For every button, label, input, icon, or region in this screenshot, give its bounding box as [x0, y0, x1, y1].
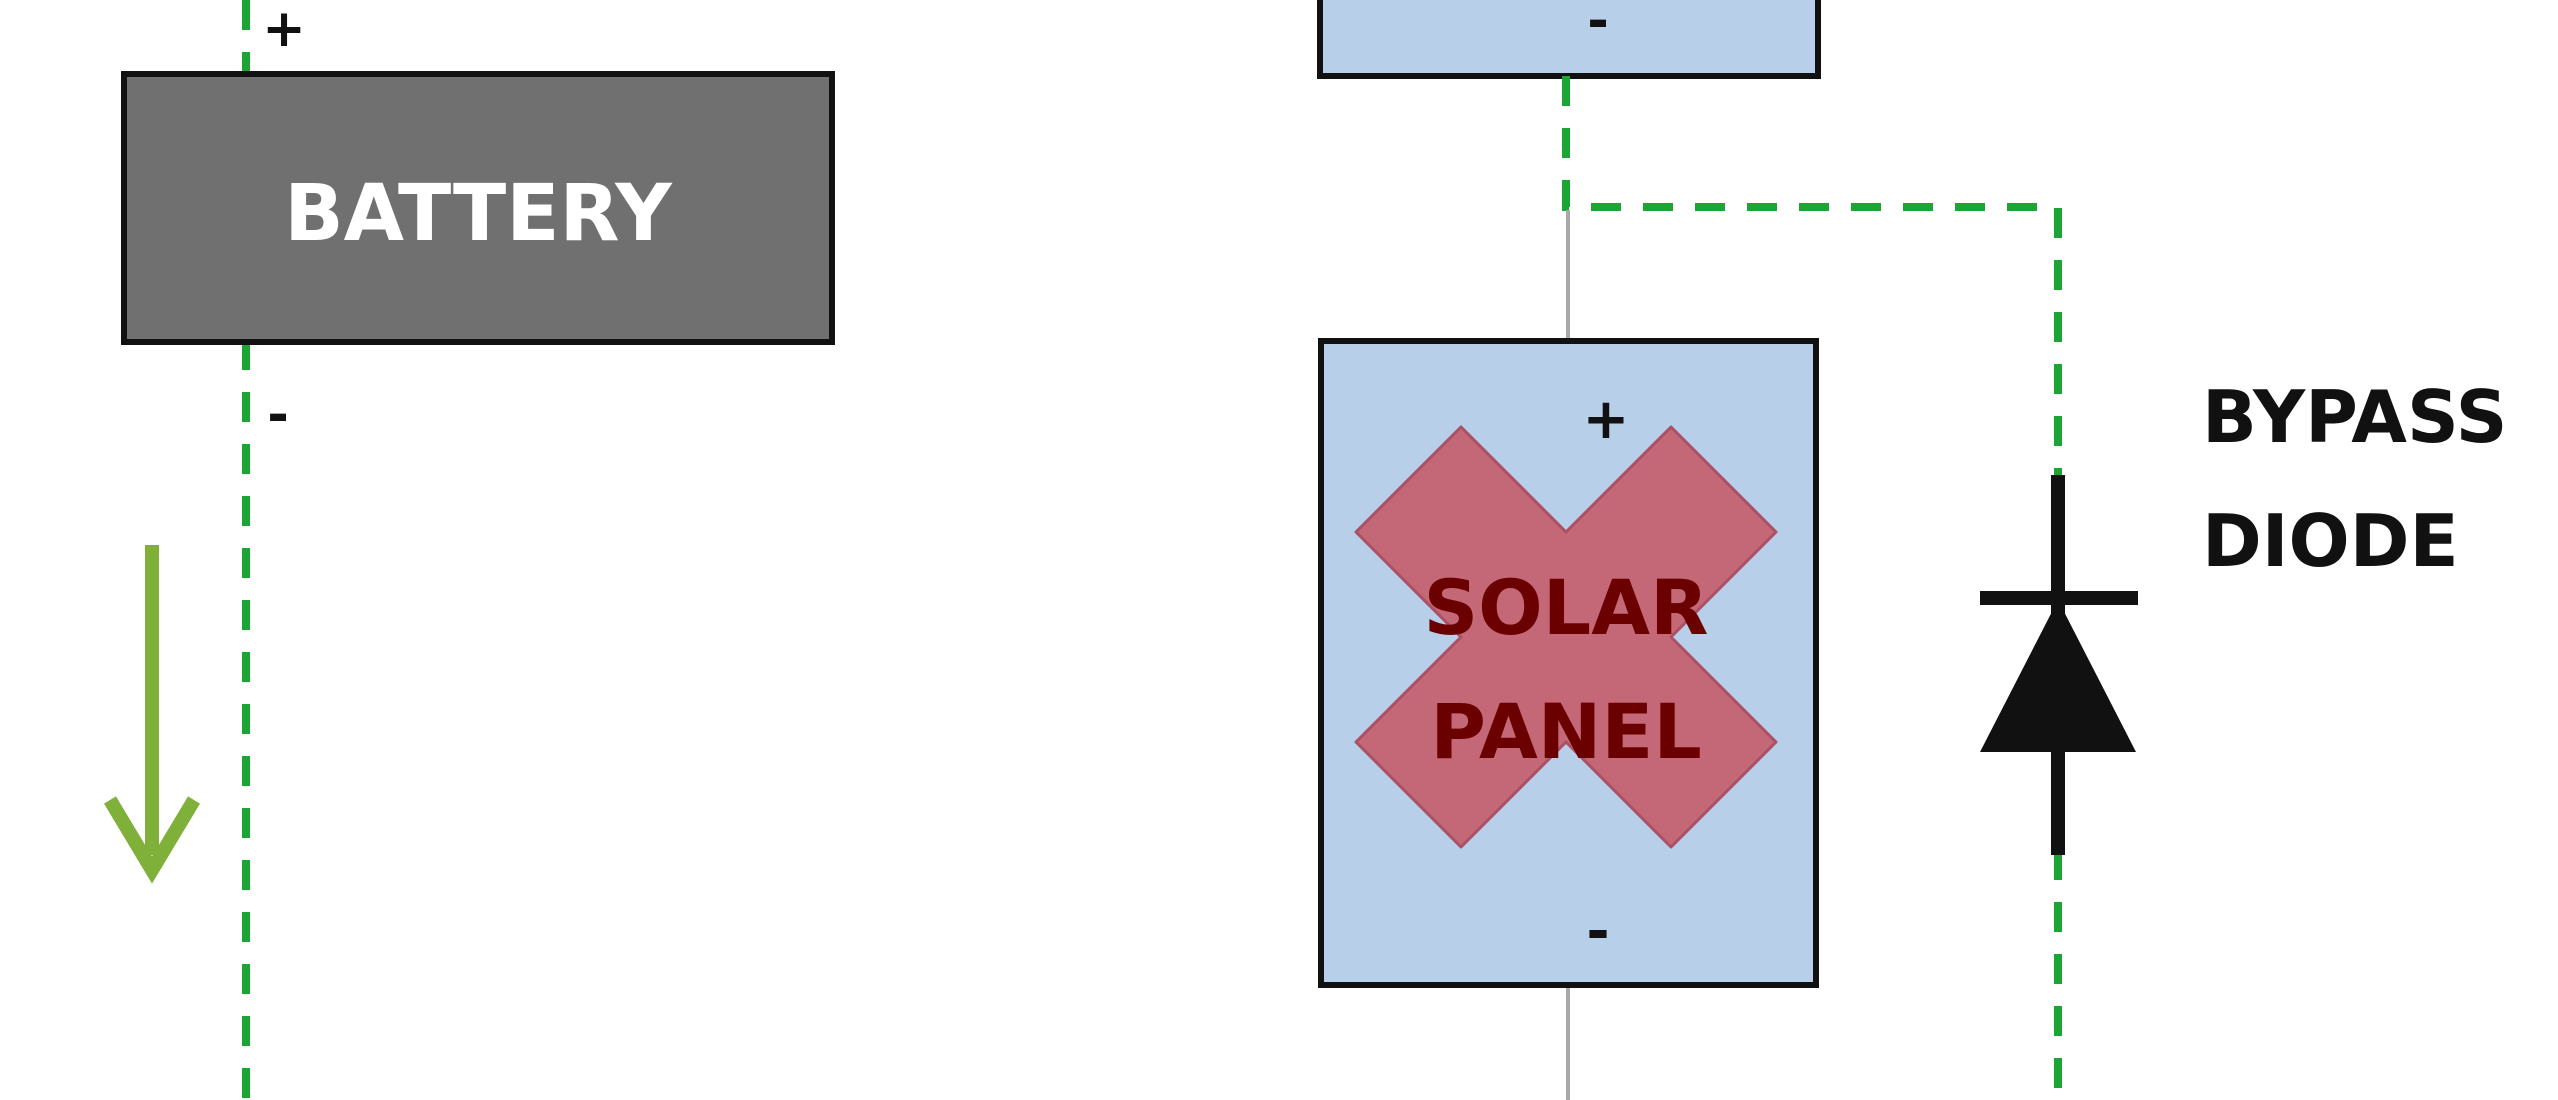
battery-box: [121, 71, 835, 345]
top-solar-panel: [1317, 0, 1821, 79]
bypass-diode-label-line2: DIODE: [2202, 499, 2459, 583]
bypass-diode-icon: [1980, 475, 2138, 855]
battery-minus-sign: -: [267, 385, 289, 445]
battery-label: BATTERY: [284, 169, 673, 259]
failure-x-icon: [1354, 425, 1778, 849]
battery-plus-sign: +: [262, 0, 306, 59]
solar-panel-minus-sign: -: [1586, 899, 1609, 964]
solar-panel-label-line2: PANEL: [1430, 687, 1702, 776]
current-direction-arrow: [103, 545, 201, 884]
top-panel-minus-sign: -: [1587, 0, 1609, 51]
bypass-diode-label-line1: BYPASS: [2202, 375, 2507, 459]
solar-panel-plus-sign: +: [1583, 387, 1630, 452]
solar-panel-label-line1: SOLAR: [1423, 563, 1708, 652]
bypass-path-wire: [1562, 76, 2062, 480]
